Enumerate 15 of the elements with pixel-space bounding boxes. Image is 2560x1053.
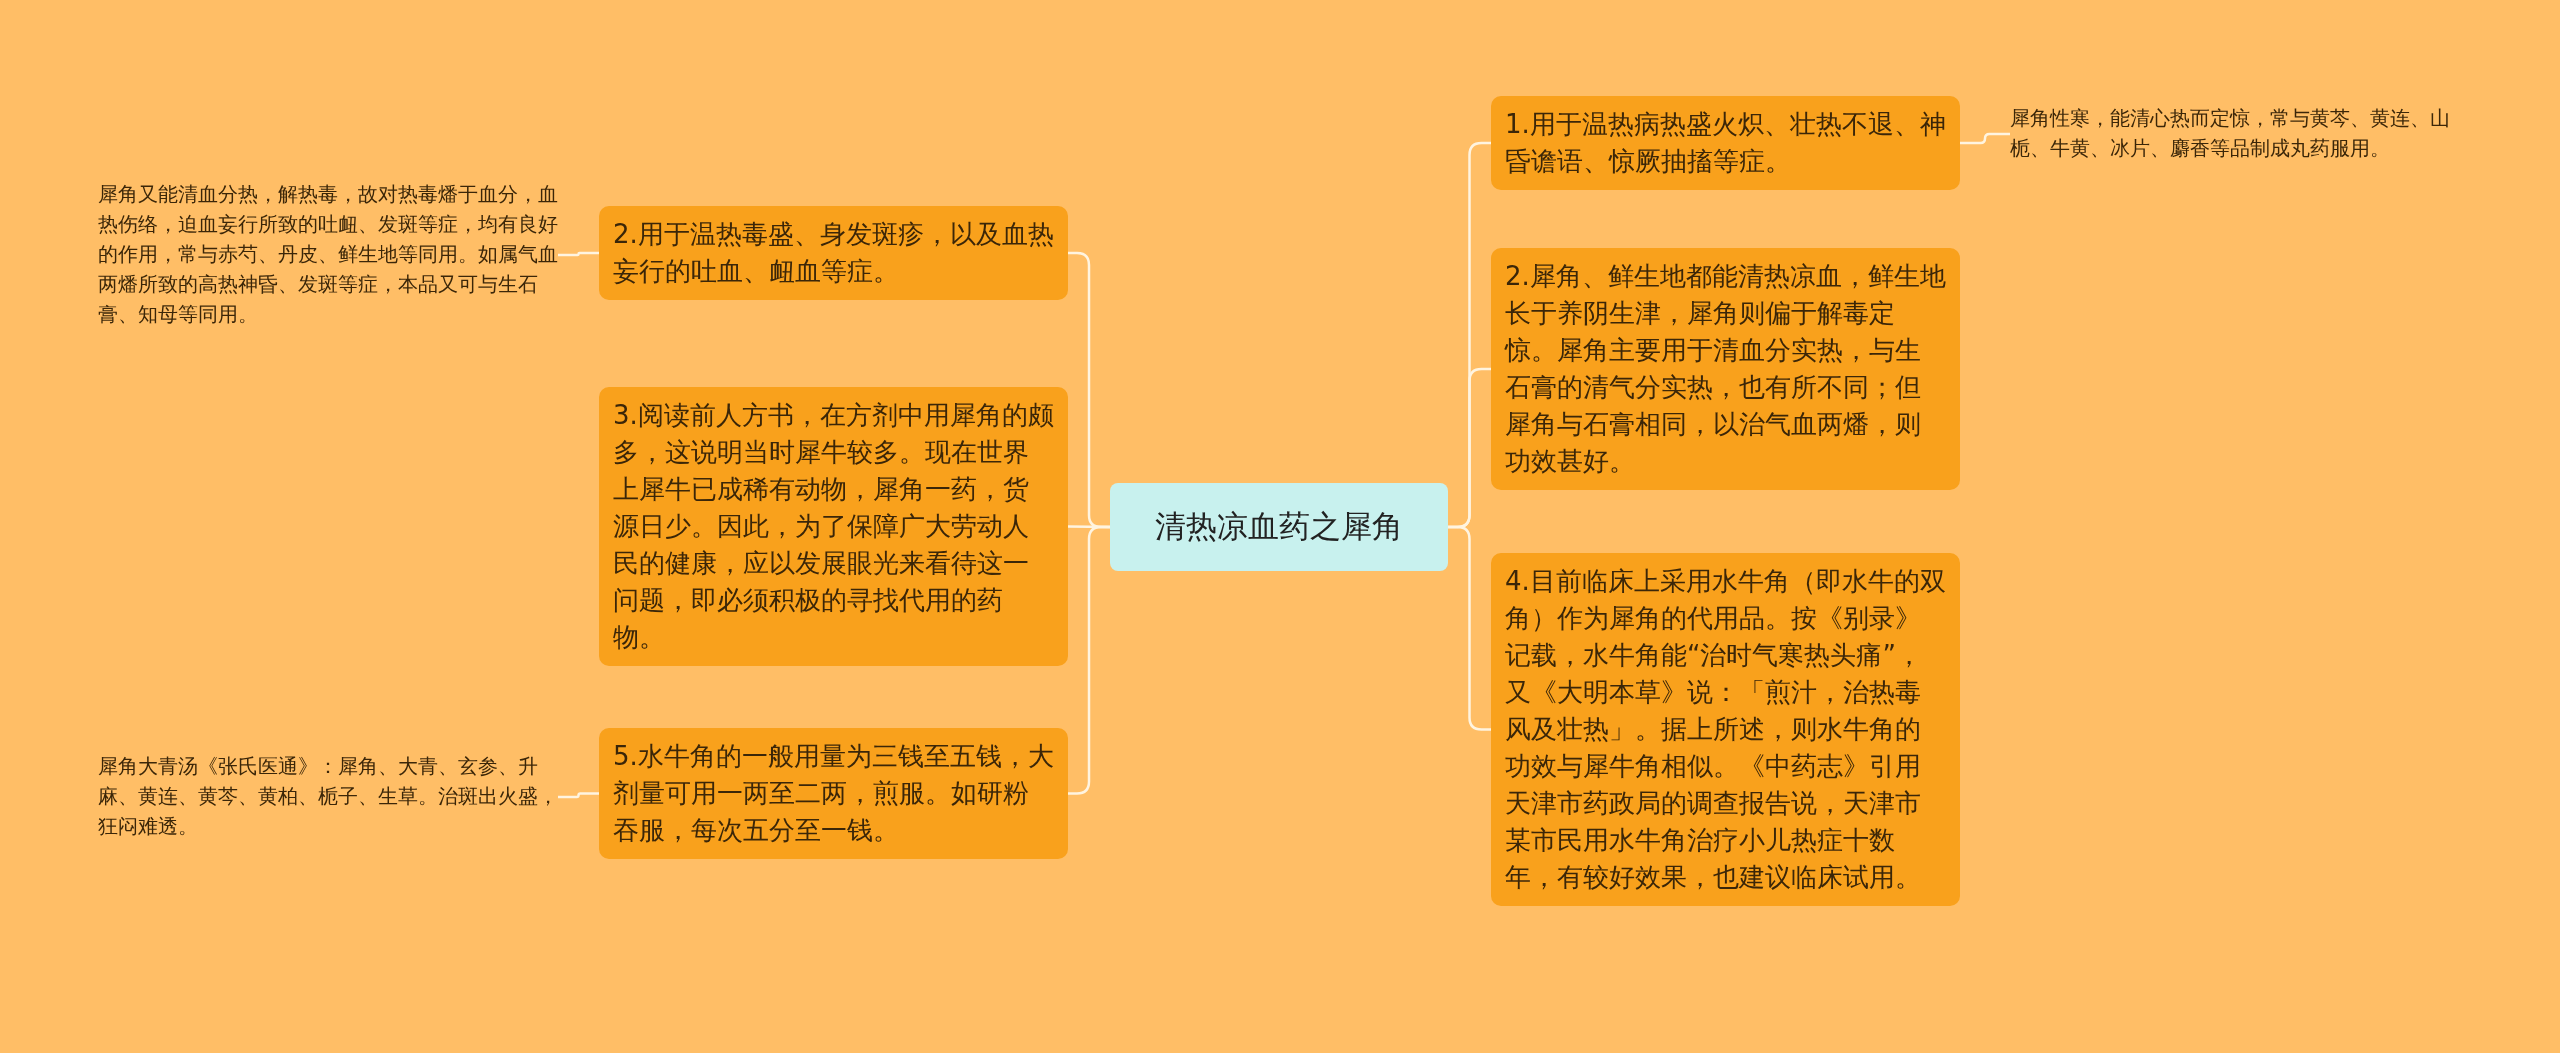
connector-line: [558, 251, 599, 257]
branch-box: 1.用于温热病热盛火炽、壮热不退、神昏谵语、惊厥抽搐等症。: [1491, 96, 1960, 190]
branch-box: 2.用于温热毒盛、身发斑疹，以及血热妄行的吐血、衄血等症。: [599, 206, 1068, 300]
branch-box: 4.目前临床上采用水牛角（即水牛的双角）作为犀角的代用品。按《别录》记载，水牛角能“治时气寒热头痛”，又《大明本草》说：「煎汁，治热毒风及壮热」。据上所述，则水牛角的功效与犀牛角相似。《中药志》引用天津市药政局的调查报告说，天津市某市民用水牛角治疗小儿热症十数年，有较好效果，也建议临床试用。: [1491, 553, 1960, 906]
note-text: 犀角又能清血分热，解热毒，故对热毒燔于血分，血热伤络，迫血妄行所致的吐衄、发斑等症，均有良好的作用，常与赤芍、丹皮、鲜生地等同用。如属气血两燔所致的高热神昏、发斑等症，本品又可与生石膏、知母等同用。: [98, 180, 558, 330]
note-text: 犀角大青汤《张氏医通》：犀角、大青、玄参、升麻、黄连、黄芩、黄柏、栀子、生草。治斑出火盛，狂闷难透。: [98, 752, 558, 842]
connector-line: [558, 792, 599, 799]
connector-line: [1960, 132, 2010, 145]
branch-box: 5.水牛角的一般用量为三钱至五钱，大剂量可用一两至二两，煎服。如研粉吞服，每次五分至一钱。: [599, 728, 1068, 859]
note-text: 犀角性寒，能清心热而定惊，常与黄芩、黄连、山栀、牛黄、冰片、麝香等品制成丸药服用。: [2010, 104, 2470, 164]
connector-line: [1068, 525, 1110, 795]
branch-box: 3.阅读前人方书，在方剂中用犀角的颇多，这说明当时犀牛较多。现在世界上犀牛已成稀有动物，犀角一药，货源日少。因此，为了保障广大劳动人民的健康，应以发展眼光来看待这一问题，即必须积极的寻找代用的药物。: [599, 387, 1068, 666]
branch-box: 2.犀角、鲜生地都能清热凉血，鲜生地长于养阴生津，犀角则偏于解毒定惊。犀角主要用于清血分实热，与生石膏的清气分实热，也有所不同；但犀角与石膏相同，以治气血两燔，则功效甚好。: [1491, 248, 1960, 490]
connector-line: [1448, 525, 1491, 731]
topic-box: 清热凉血药之犀角: [1110, 483, 1448, 571]
